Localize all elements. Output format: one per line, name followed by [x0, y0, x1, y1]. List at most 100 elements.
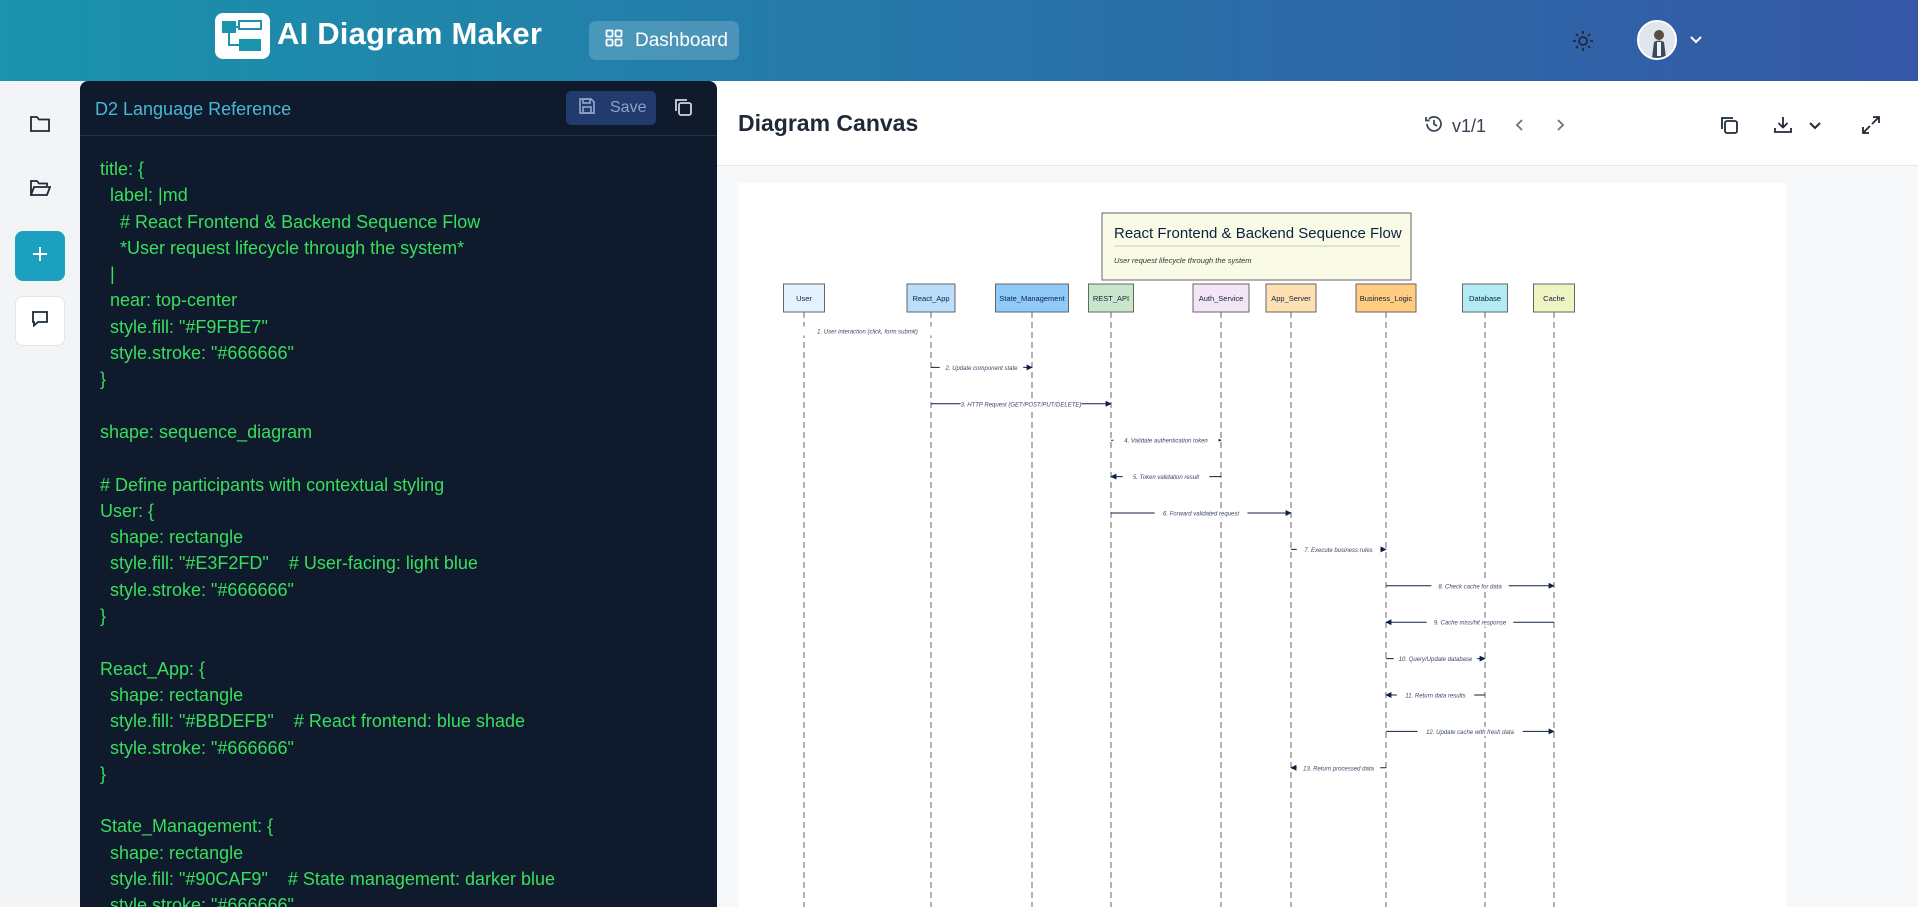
participant-box	[1533, 283, 1575, 313]
new-diagram-button[interactable]	[15, 231, 65, 281]
copy-icon	[1718, 117, 1740, 140]
participant-box	[1355, 283, 1417, 313]
message-label: 13. Return processed data	[1303, 766, 1374, 772]
participant-label: Auth_Service	[1199, 294, 1244, 303]
message-label-bg	[939, 362, 1024, 372]
participant-business_logic[interactable]: Business_Logic	[1355, 283, 1417, 313]
message-10[interactable]: 10. Query/Update database	[1386, 654, 1486, 664]
sequence-diagram[interactable]: React Frontend & Backend Sequence Flow U…	[738, 183, 1786, 907]
participant-app_server[interactable]: App_Server	[1265, 283, 1317, 313]
participant-user[interactable]: User	[783, 283, 825, 313]
message-label-bg	[1396, 690, 1475, 700]
download-options-button[interactable]	[1807, 117, 1823, 138]
message-4[interactable]: 4. Validate authentication token	[1111, 435, 1222, 445]
diagram-canvas-panel: Diagram Canvas v1/1	[717, 81, 1918, 907]
message-label: 3. HTTP Request (GET/POST/PUT/DELETE)	[961, 402, 1082, 408]
message-5[interactable]: 5. Token validation result	[1110, 472, 1221, 482]
message-label: 4. Validate authentication token	[1124, 439, 1208, 445]
participant-cache[interactable]: Cache	[1533, 283, 1575, 313]
chevron-down-icon[interactable]	[1688, 31, 1704, 52]
participant-box	[1265, 283, 1317, 313]
participant-label: REST_API	[1093, 294, 1129, 303]
message-label: 10. Query/Update database	[1399, 657, 1473, 663]
message-2[interactable]: 2. Update component state	[931, 362, 1033, 372]
message-1[interactable]: 1. User interaction (click, form submit)	[802, 326, 933, 336]
participant-database[interactable]: Database	[1462, 283, 1508, 313]
message-label: 8. Check cache for data	[1438, 584, 1502, 590]
message-label-bg	[1417, 726, 1523, 736]
fullscreen-button[interactable]	[1860, 114, 1882, 141]
message-label-bg	[1296, 544, 1381, 554]
message-label: 6. Forward validated request	[1163, 512, 1239, 518]
message-label-bg	[1113, 435, 1219, 445]
sun-icon[interactable]	[1572, 30, 1594, 57]
participant-label: State_Management	[999, 294, 1065, 303]
copy-code-button[interactable]	[672, 96, 694, 123]
message-12[interactable]: 12. Update cache with fresh data	[1386, 726, 1555, 736]
folder-open-button[interactable]	[15, 165, 65, 215]
message-label: 1. User interaction (click, form submit)	[817, 330, 918, 336]
diagram-subtitle: User request lifecycle through the syste…	[1114, 256, 1252, 265]
participant-box	[995, 283, 1069, 313]
message-3[interactable]: 3. HTTP Request (GET/POST/PUT/DELETE)	[931, 399, 1112, 409]
participant-box	[1462, 283, 1508, 313]
diagram-paper[interactable]: React Frontend & Backend Sequence Flow U…	[738, 183, 1786, 907]
participant-auth_service[interactable]: Auth_Service	[1192, 283, 1250, 313]
editor-header: D2 Language Reference Save	[80, 81, 717, 136]
message-13[interactable]: 13. Return processed data	[1290, 763, 1386, 773]
diagram-logo-icon[interactable]	[215, 13, 270, 59]
message-label: 5. Token validation result	[1133, 475, 1199, 481]
copy-diagram-button[interactable]	[1718, 114, 1740, 141]
code-text[interactable]: title: { label: |md # React Frontend & B…	[100, 159, 556, 907]
message-label-bg	[1154, 508, 1248, 518]
chevron-right-icon	[1552, 119, 1568, 137]
participant-react_app[interactable]: React_App	[906, 283, 956, 313]
participant-label: Cache	[1543, 294, 1565, 303]
diagram-title: React Frontend & Backend Sequence Flow	[1114, 225, 1402, 242]
diagram-title-box[interactable]: React Frontend & Backend Sequence Flow U…	[1101, 212, 1412, 281]
chat-button[interactable]	[15, 296, 65, 346]
editor-title[interactable]: D2 Language Reference	[95, 99, 292, 119]
save-label: Save	[610, 99, 647, 116]
user-avatar[interactable]	[1637, 20, 1677, 60]
left-rail	[0, 81, 80, 907]
participant-box	[1088, 283, 1134, 313]
participant-label: Database	[1469, 294, 1501, 303]
message-label: 2. Update component state	[944, 366, 1018, 372]
save-icon	[578, 97, 596, 120]
diagram-area[interactable]: React Frontend & Backend Sequence Flow U…	[717, 166, 1918, 907]
previous-version-button[interactable]	[1512, 117, 1528, 138]
participant-label: User	[796, 294, 812, 303]
save-button[interactable]: Save	[566, 91, 656, 125]
message-8[interactable]: 8. Check cache for data	[1386, 581, 1555, 591]
participant-label: React_App	[912, 294, 949, 303]
message-label-bg	[1431, 581, 1509, 591]
next-version-button[interactable]	[1552, 117, 1568, 138]
chat-icon	[30, 309, 50, 334]
participant-box	[783, 283, 825, 313]
participant-rest_api[interactable]: REST_API	[1088, 283, 1134, 313]
message-9[interactable]: 9. Cache miss/hit response	[1385, 617, 1554, 627]
participant-state_management[interactable]: State_Management	[995, 283, 1069, 313]
message-7[interactable]: 7. Execute business rules	[1291, 544, 1387, 554]
canvas-header: Diagram Canvas v1/1	[717, 81, 1918, 166]
code-editor-panel: D2 Language Reference Save title: { labe…	[80, 81, 717, 907]
version-indicator[interactable]: v1/1	[1424, 114, 1486, 139]
app-header: AI Diagram Maker Dashboard	[0, 0, 1918, 81]
grid-icon	[605, 29, 623, 53]
download-button[interactable]	[1772, 114, 1794, 141]
folder-button[interactable]	[15, 101, 65, 151]
message-label: 9. Cache miss/hit response	[1434, 621, 1507, 627]
plus-icon	[31, 245, 49, 268]
dashboard-button[interactable]: Dashboard	[589, 21, 739, 60]
download-icon	[1772, 117, 1794, 140]
message-label: 12. Update cache with fresh data	[1426, 730, 1514, 736]
app-title[interactable]: AI Diagram Maker	[277, 16, 543, 51]
canvas-title: Diagram Canvas	[738, 110, 919, 136]
version-label: v1/1	[1452, 116, 1487, 136]
message-11[interactable]: 11. Return data results	[1385, 690, 1485, 700]
message-label-bg	[802, 326, 933, 336]
message-6[interactable]: 6. Forward validated request	[1111, 508, 1292, 518]
message-label-bg	[1122, 472, 1210, 482]
participant-label: App_Server	[1271, 294, 1311, 303]
